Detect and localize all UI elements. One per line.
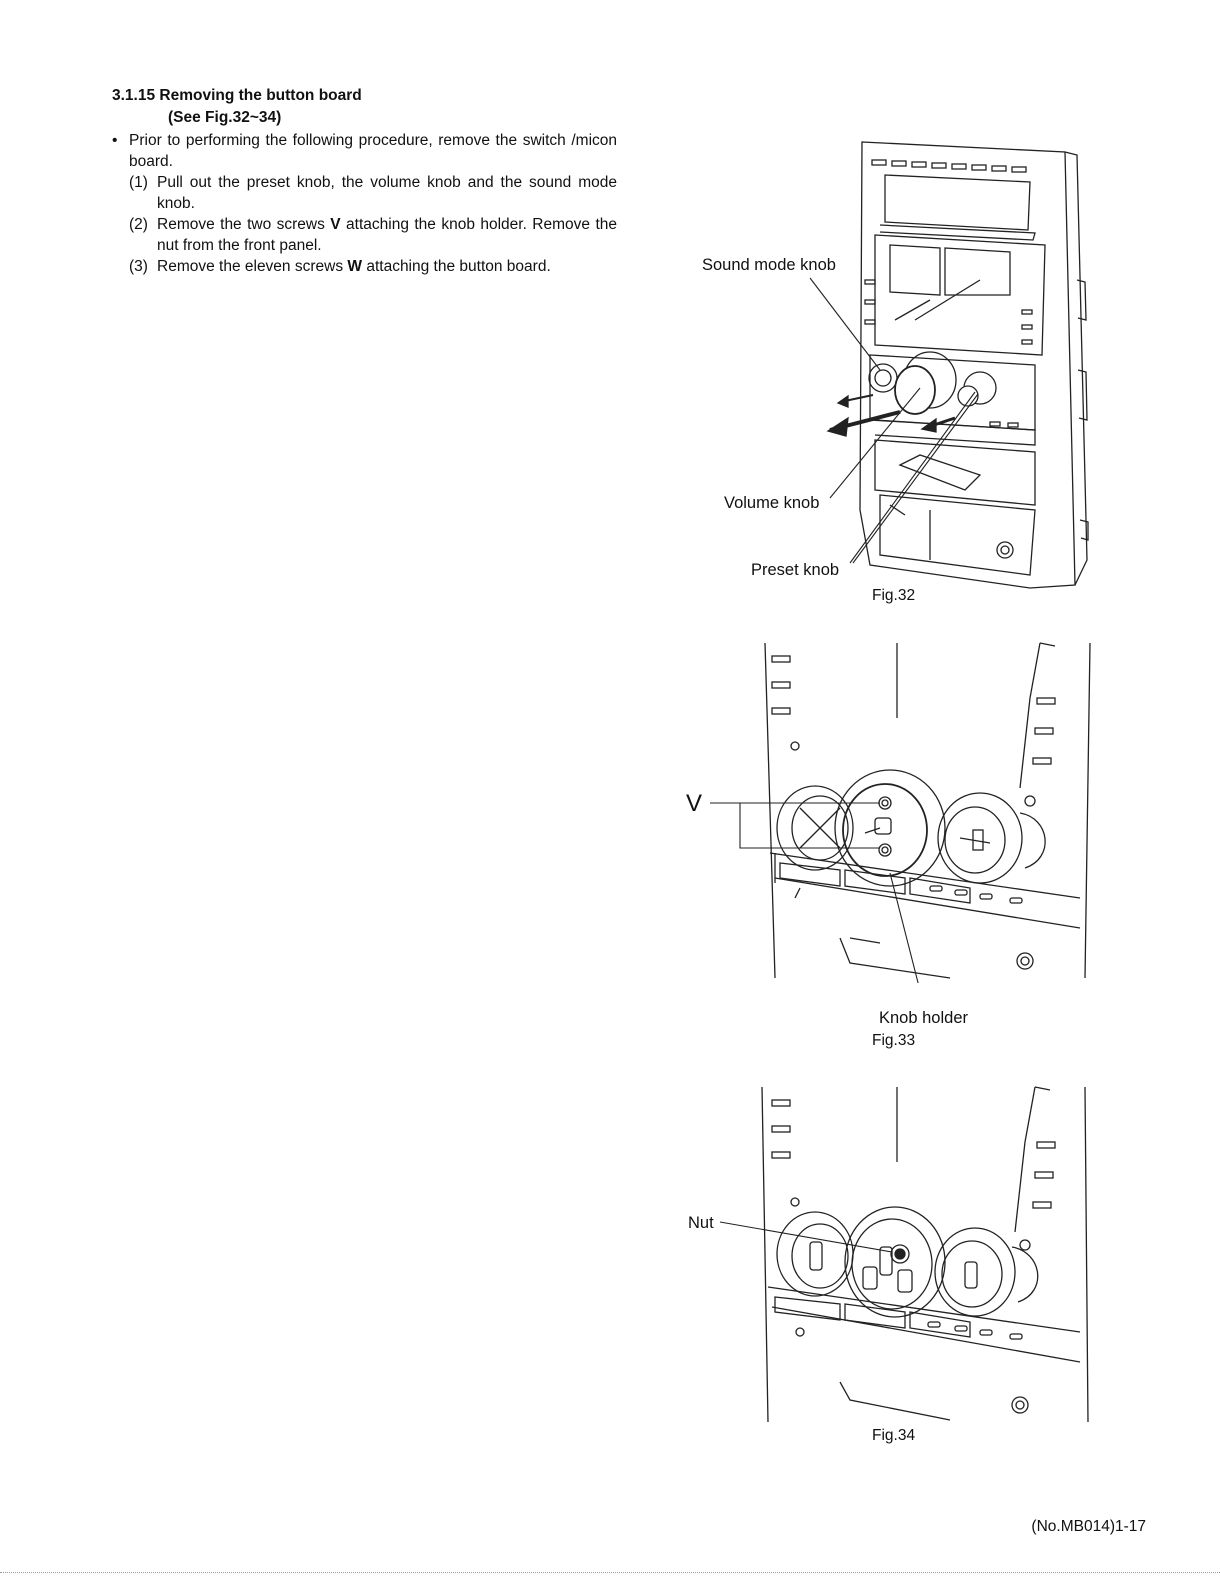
figure-34-caption: Fig.34	[872, 1427, 916, 1444]
label-volume-knob: Volume knob	[724, 494, 820, 512]
figure-33-drawing	[680, 638, 1120, 983]
figure-34-drawing	[680, 1082, 1120, 1427]
figure-32-drawing	[690, 130, 1110, 595]
bottom-divider	[0, 1572, 1220, 1573]
figure-32-caption: Fig.32	[872, 587, 916, 604]
step-1: (1) Pull out the preset knob, the volume…	[129, 172, 617, 214]
section-title: 3.1.15 Removing the button board	[112, 87, 362, 104]
step-number: (3)	[129, 258, 148, 275]
label-v-screws: V	[686, 790, 703, 817]
step-text: Remove the eleven screws W attaching the…	[157, 258, 551, 275]
note-text: Prior to performing the following proced…	[129, 132, 617, 170]
step-2: (2) Remove the two screws V attaching th…	[129, 214, 617, 256]
label-knob-holder: Knob holder	[879, 1009, 968, 1027]
bullet: •	[112, 132, 118, 149]
figure-33-caption: Fig.33	[872, 1032, 916, 1049]
step-text: Remove the two screws V attaching the kn…	[157, 216, 617, 254]
prerequisite-note: • Prior to performing the following proc…	[112, 130, 617, 172]
step-number: (1)	[129, 174, 148, 191]
step-number: (2)	[129, 216, 148, 233]
step-text: Pull out the preset knob, the volume kno…	[157, 174, 617, 212]
section-subtitle: (See Fig.32~34)	[168, 109, 282, 126]
label-sound-mode-knob: Sound mode knob	[702, 256, 836, 274]
label-nut: Nut	[688, 1214, 714, 1232]
label-preset-knob: Preset knob	[751, 561, 840, 579]
page-footer: (No.MB014)1-17	[1031, 1518, 1146, 1535]
step-3: (3) Remove the eleven screws W attaching…	[129, 256, 617, 277]
